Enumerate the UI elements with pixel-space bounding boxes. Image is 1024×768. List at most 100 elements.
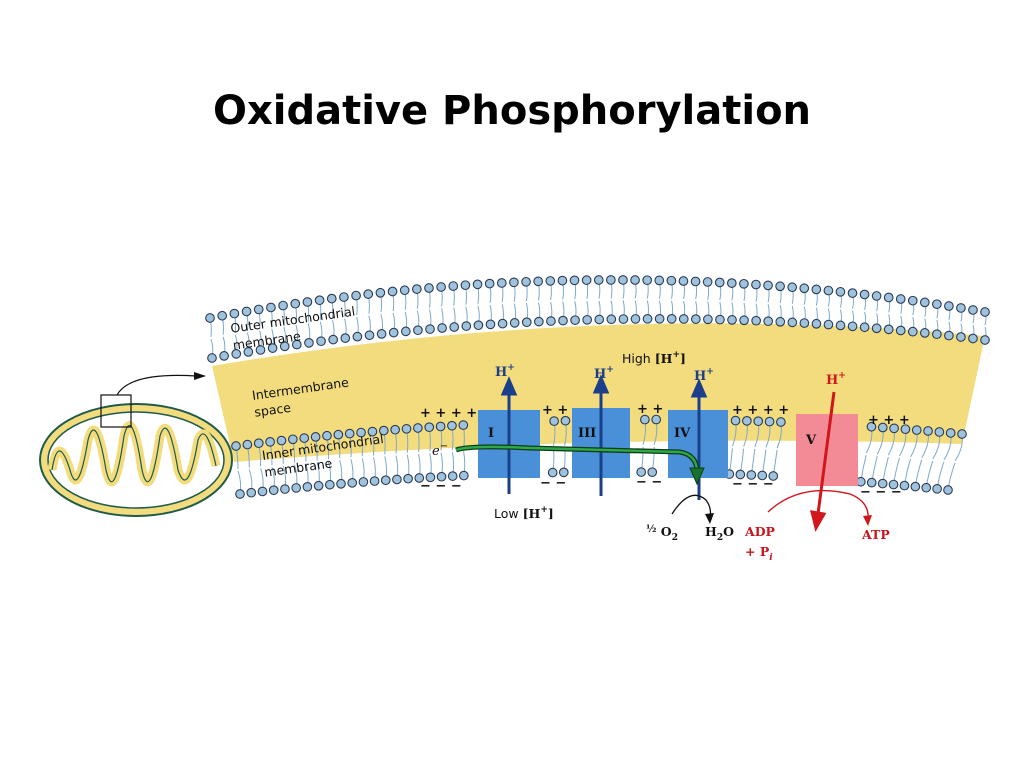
- outer-membrane-lipid-head: [521, 276, 531, 287]
- outer-membrane-lipid-head: [751, 315, 761, 326]
- atp-synthesis-arrow: [767, 489, 869, 521]
- inner-membrane-lipid-head: [560, 415, 571, 426]
- outer-membrane-lipid-head: [859, 322, 870, 333]
- inner-membrane-lipid-head: [943, 485, 953, 495]
- charges-minus-5: − − −: [860, 485, 902, 500]
- inner-membrane: [231, 414, 967, 499]
- inner-membrane-lipid-head: [866, 421, 877, 432]
- outer-membrane-lipid-head: [666, 275, 677, 286]
- outer-membrane-lipid-head: [363, 289, 374, 299]
- outer-membrane-lipid-head: [558, 315, 568, 326]
- atp-arrowhead: [863, 515, 872, 526]
- outer-membrane-lipid-head: [932, 329, 942, 340]
- outer-membrane-lipid-head: [956, 303, 966, 313]
- zoom-arrowhead: [194, 372, 206, 380]
- inner-membrane-lipid-head: [253, 438, 264, 449]
- outer-membrane-lipid-head: [570, 315, 580, 326]
- outer-membrane-lipid-head: [387, 286, 398, 297]
- outer-membrane-lipid-head: [461, 321, 472, 331]
- outer-membrane-lipid-head: [497, 318, 508, 329]
- charges-minus-1: − − −: [420, 479, 462, 494]
- inner-membrane-lipid-head: [333, 429, 344, 440]
- charges-plus-1: + + + +: [420, 406, 477, 421]
- outer-membrane-lipid-head: [314, 295, 325, 306]
- inner-membrane-lipid-head: [640, 414, 650, 425]
- outer-membrane-lipid-head: [787, 317, 798, 328]
- inner-membrane-lipid-head: [268, 485, 279, 496]
- outer-membrane-lipid-head: [290, 298, 301, 309]
- outer-membrane-lipid-head: [266, 302, 276, 313]
- water-arrowhead: [705, 513, 714, 524]
- inner-membrane-lipid-head: [923, 426, 933, 436]
- outer-membrane-lipid-head: [231, 349, 242, 359]
- pi-label: + Pi: [745, 544, 773, 563]
- outer-membrane-lipid-head: [690, 276, 701, 287]
- inner-membrane-lipid-head: [436, 471, 447, 482]
- outer-membrane-lipid-head: [241, 306, 252, 317]
- inner-membrane-lipid-head: [730, 415, 741, 426]
- inner-membrane-lipid-head: [753, 416, 764, 427]
- outer-membrane-lipid-head: [425, 324, 435, 334]
- outer-membrane-lipid-head: [304, 337, 314, 348]
- outer-membrane-lipid-head: [678, 314, 689, 324]
- outer-membrane-lipid-head: [413, 325, 423, 336]
- outer-membrane-lipid-head: [666, 313, 677, 324]
- outer-membrane-lipid-head: [919, 297, 930, 308]
- inner-membrane-lipid-head: [768, 471, 779, 481]
- inner-membrane-lipid-head: [888, 479, 899, 490]
- outer-membrane-lipid-head: [279, 341, 290, 352]
- outer-membrane-lipid-head: [217, 310, 228, 321]
- outer-membrane-lipid-head: [594, 314, 605, 325]
- outer-membrane-lipid-head: [219, 351, 229, 361]
- outer-membrane-lipid-head: [352, 331, 363, 342]
- inner-membrane-lipid-head: [246, 487, 257, 498]
- outer-membrane-lipid-head: [606, 314, 617, 325]
- outer-membrane-lipid-head: [642, 275, 653, 286]
- outer-membrane-lipid-head: [932, 299, 942, 310]
- outer-membrane-lipid-head: [351, 290, 361, 301]
- inner-membrane-lipid-head: [299, 433, 310, 443]
- inner-membrane-lipid-head: [235, 489, 245, 499]
- outer-membrane-lipid-head: [618, 314, 629, 324]
- outer-membrane-lipid-head: [907, 326, 918, 337]
- inner-membrane-lipid-head: [336, 478, 346, 489]
- outer-membrane-lipid-head: [847, 321, 858, 332]
- charges-minus-2: − −: [540, 476, 566, 491]
- inner-membrane-lipid-head: [877, 478, 888, 489]
- outer-membrane-lipid-head: [436, 282, 446, 292]
- outer-membrane-lipid-head: [533, 276, 544, 287]
- outer-membrane-lipid-head: [715, 314, 725, 325]
- outer-membrane-lipid-head: [472, 279, 483, 290]
- charges-plus-2: + +: [542, 403, 568, 418]
- inner-membrane-lipid-head: [458, 470, 469, 481]
- outer-membrane-lipid-head: [823, 319, 834, 330]
- outer-membrane-lipid-head: [267, 343, 278, 353]
- inner-membrane-lipid-head: [403, 473, 413, 484]
- outer-membrane-lipid-head: [278, 300, 288, 311]
- outer-membrane-lipid-head: [690, 314, 701, 324]
- outer-membrane-lipid-head: [509, 277, 519, 288]
- outer-membrane-lipid-head: [787, 282, 798, 293]
- outer-membrane-lipid-head: [654, 275, 665, 286]
- outer-membrane-lipid-head: [291, 339, 302, 350]
- outer-membrane-lipid-head: [654, 313, 665, 324]
- atp-label: ATP: [861, 527, 890, 542]
- outer-membrane-lipid-head: [375, 287, 386, 298]
- inner-membrane-lipid-head: [447, 471, 458, 481]
- inner-membrane-lipid-head: [757, 470, 768, 481]
- adp-label: ADP: [744, 524, 776, 539]
- oxygen-label: ½ O2: [646, 524, 678, 543]
- inner-membrane-lipid-head: [934, 427, 945, 437]
- outer-membrane-lipid-head: [883, 324, 894, 335]
- outer-membrane-lipid-head: [630, 314, 641, 324]
- inner-membrane-lipid-head: [257, 486, 268, 497]
- inner-membrane-lipid-head: [310, 432, 321, 442]
- outer-membrane-lipid-head: [411, 284, 422, 294]
- inner-membrane-lipid-head: [413, 423, 423, 433]
- inner-membrane-lipid-head: [392, 474, 402, 485]
- outer-membrane-lipid-head: [569, 275, 580, 286]
- outer-membrane-lipid-head: [775, 316, 786, 327]
- outer-membrane-lipid-head: [340, 333, 351, 343]
- inner-membrane-lipid-head: [458, 420, 469, 430]
